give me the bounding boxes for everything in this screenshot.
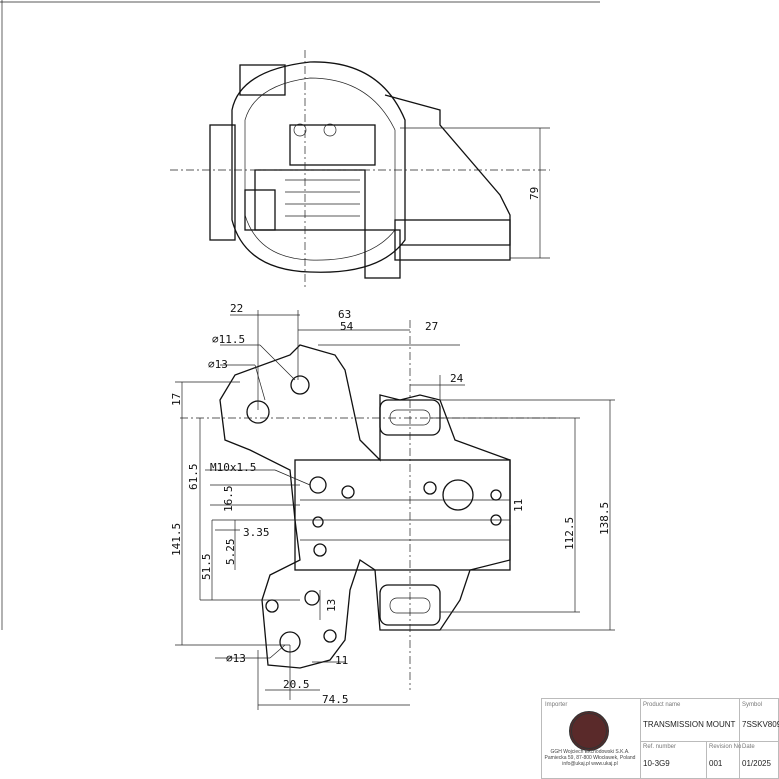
dim-17: 17 [170,393,183,406]
ref-label: Ref. number [643,744,677,750]
top-view: 79 [170,50,550,290]
date-label: Date [742,744,755,750]
dim-63: 63 [338,308,351,321]
dim-79: 79 [528,187,541,200]
dim-thread-m10: M10x1.5 [210,461,256,474]
title-block: Importer GGH Wojciech Ekchodowski S.K.A.… [541,698,779,779]
company-logo [569,711,609,751]
product-name-label: Product name [643,702,681,708]
product-name: TRANSMISSION MOUNT [643,720,736,729]
front-view: 22 63 54 27 24 ⌀11.5 ⌀13 17 61.5 M10x1.5… [170,302,615,710]
importer-label: Importer [545,702,568,708]
dim-dia-13-top: ⌀13 [208,358,228,371]
dim-dia-13-bottom: ⌀13 [226,652,246,665]
importer-address: GGH Wojciech Ekchodowski S.K.A. Pamiecka… [544,749,636,767]
dim-11-right: 11 [512,499,525,512]
dim-22: 22 [230,302,243,315]
dim-51-5: 51.5 [200,554,213,581]
dimension-labels: 22 63 54 27 24 ⌀11.5 ⌀13 17 61.5 M10x1.5… [170,302,611,706]
dim-16-5: 16.5 [222,486,235,513]
dim-3-35: 3.35 [243,526,270,539]
ref-number: 10-3G9 [643,759,670,768]
symbol-label: Symbol [742,702,763,708]
symbol: 7SSKV809 [742,720,779,729]
dim-5-25: 5.25 [224,539,237,566]
dim-138-5: 138.5 [598,502,611,535]
revision: 001 [709,759,723,768]
dim-13: 13 [325,599,338,612]
dim-27: 27 [425,320,438,333]
dim-54: 54 [340,320,354,333]
date: 01/2025 [742,759,771,768]
dim-20-5: 20.5 [283,678,310,691]
dim-74-5: 74.5 [322,693,349,706]
dim-112-5: 112.5 [563,517,576,550]
dim-24: 24 [450,372,464,385]
dim-141-5: 141.5 [170,523,183,556]
dim-61-5: 61.5 [187,464,200,491]
dim-11-bottom: 11 [335,654,348,667]
dim-dia-11-5: ⌀11.5 [212,333,245,346]
revision-label: Revision No [709,744,742,750]
